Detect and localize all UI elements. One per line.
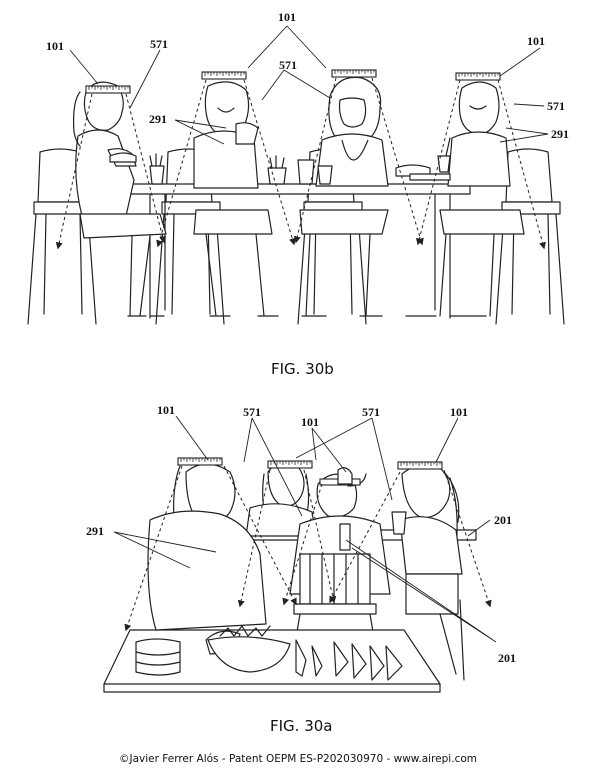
figure-caption-30a: FIG. 30a (270, 717, 333, 735)
person-3 (299, 76, 389, 317)
sensing-cones (55, 77, 546, 250)
ref-label: 101 (46, 39, 64, 53)
figure-30a (103, 415, 497, 693)
leader-lines (113, 415, 497, 643)
ref-label: 571 (547, 99, 565, 113)
ref-label: 571 (150, 37, 168, 51)
table (129, 183, 471, 195)
ref-label: 201 (494, 513, 512, 527)
footer-copyright: ©Javier Ferrer Alós - Patent OEPM ES-P20… (119, 753, 477, 765)
figure-caption-30b: FIG. 30b (271, 360, 334, 378)
person-2 (193, 81, 279, 317)
ref-label: 291 (86, 524, 104, 538)
figure-30b (27, 25, 565, 325)
ref-label: 571 (243, 405, 261, 419)
sensing-cones (124, 465, 492, 632)
ref-label: 101 (527, 34, 545, 48)
ref-label: 101 (301, 415, 319, 429)
ref-label: 101 (157, 403, 175, 417)
ref-label: 571 (362, 405, 380, 419)
food (135, 625, 403, 681)
person-4 (405, 81, 525, 317)
ref-label: 291 (551, 127, 569, 141)
ref-label: 291 (149, 112, 167, 126)
ref-label: 101 (450, 405, 468, 419)
ref-label: 201 (498, 651, 516, 665)
leader-lines (69, 25, 549, 145)
ref-label: 101 (278, 10, 296, 24)
ref-label: 571 (279, 58, 297, 72)
person-front-left (147, 463, 267, 655)
person-right (391, 464, 465, 681)
table-items (109, 137, 451, 185)
chair (293, 553, 377, 639)
